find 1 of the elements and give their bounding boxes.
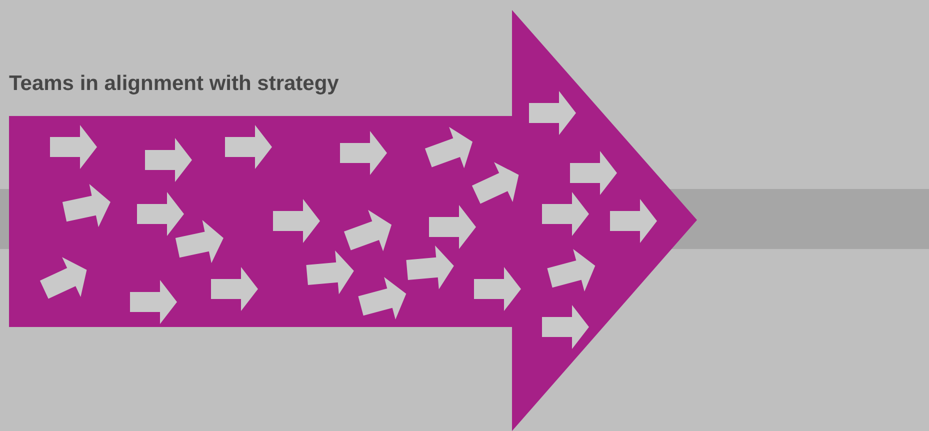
title: Teams in alignment with strategy bbox=[9, 72, 339, 96]
